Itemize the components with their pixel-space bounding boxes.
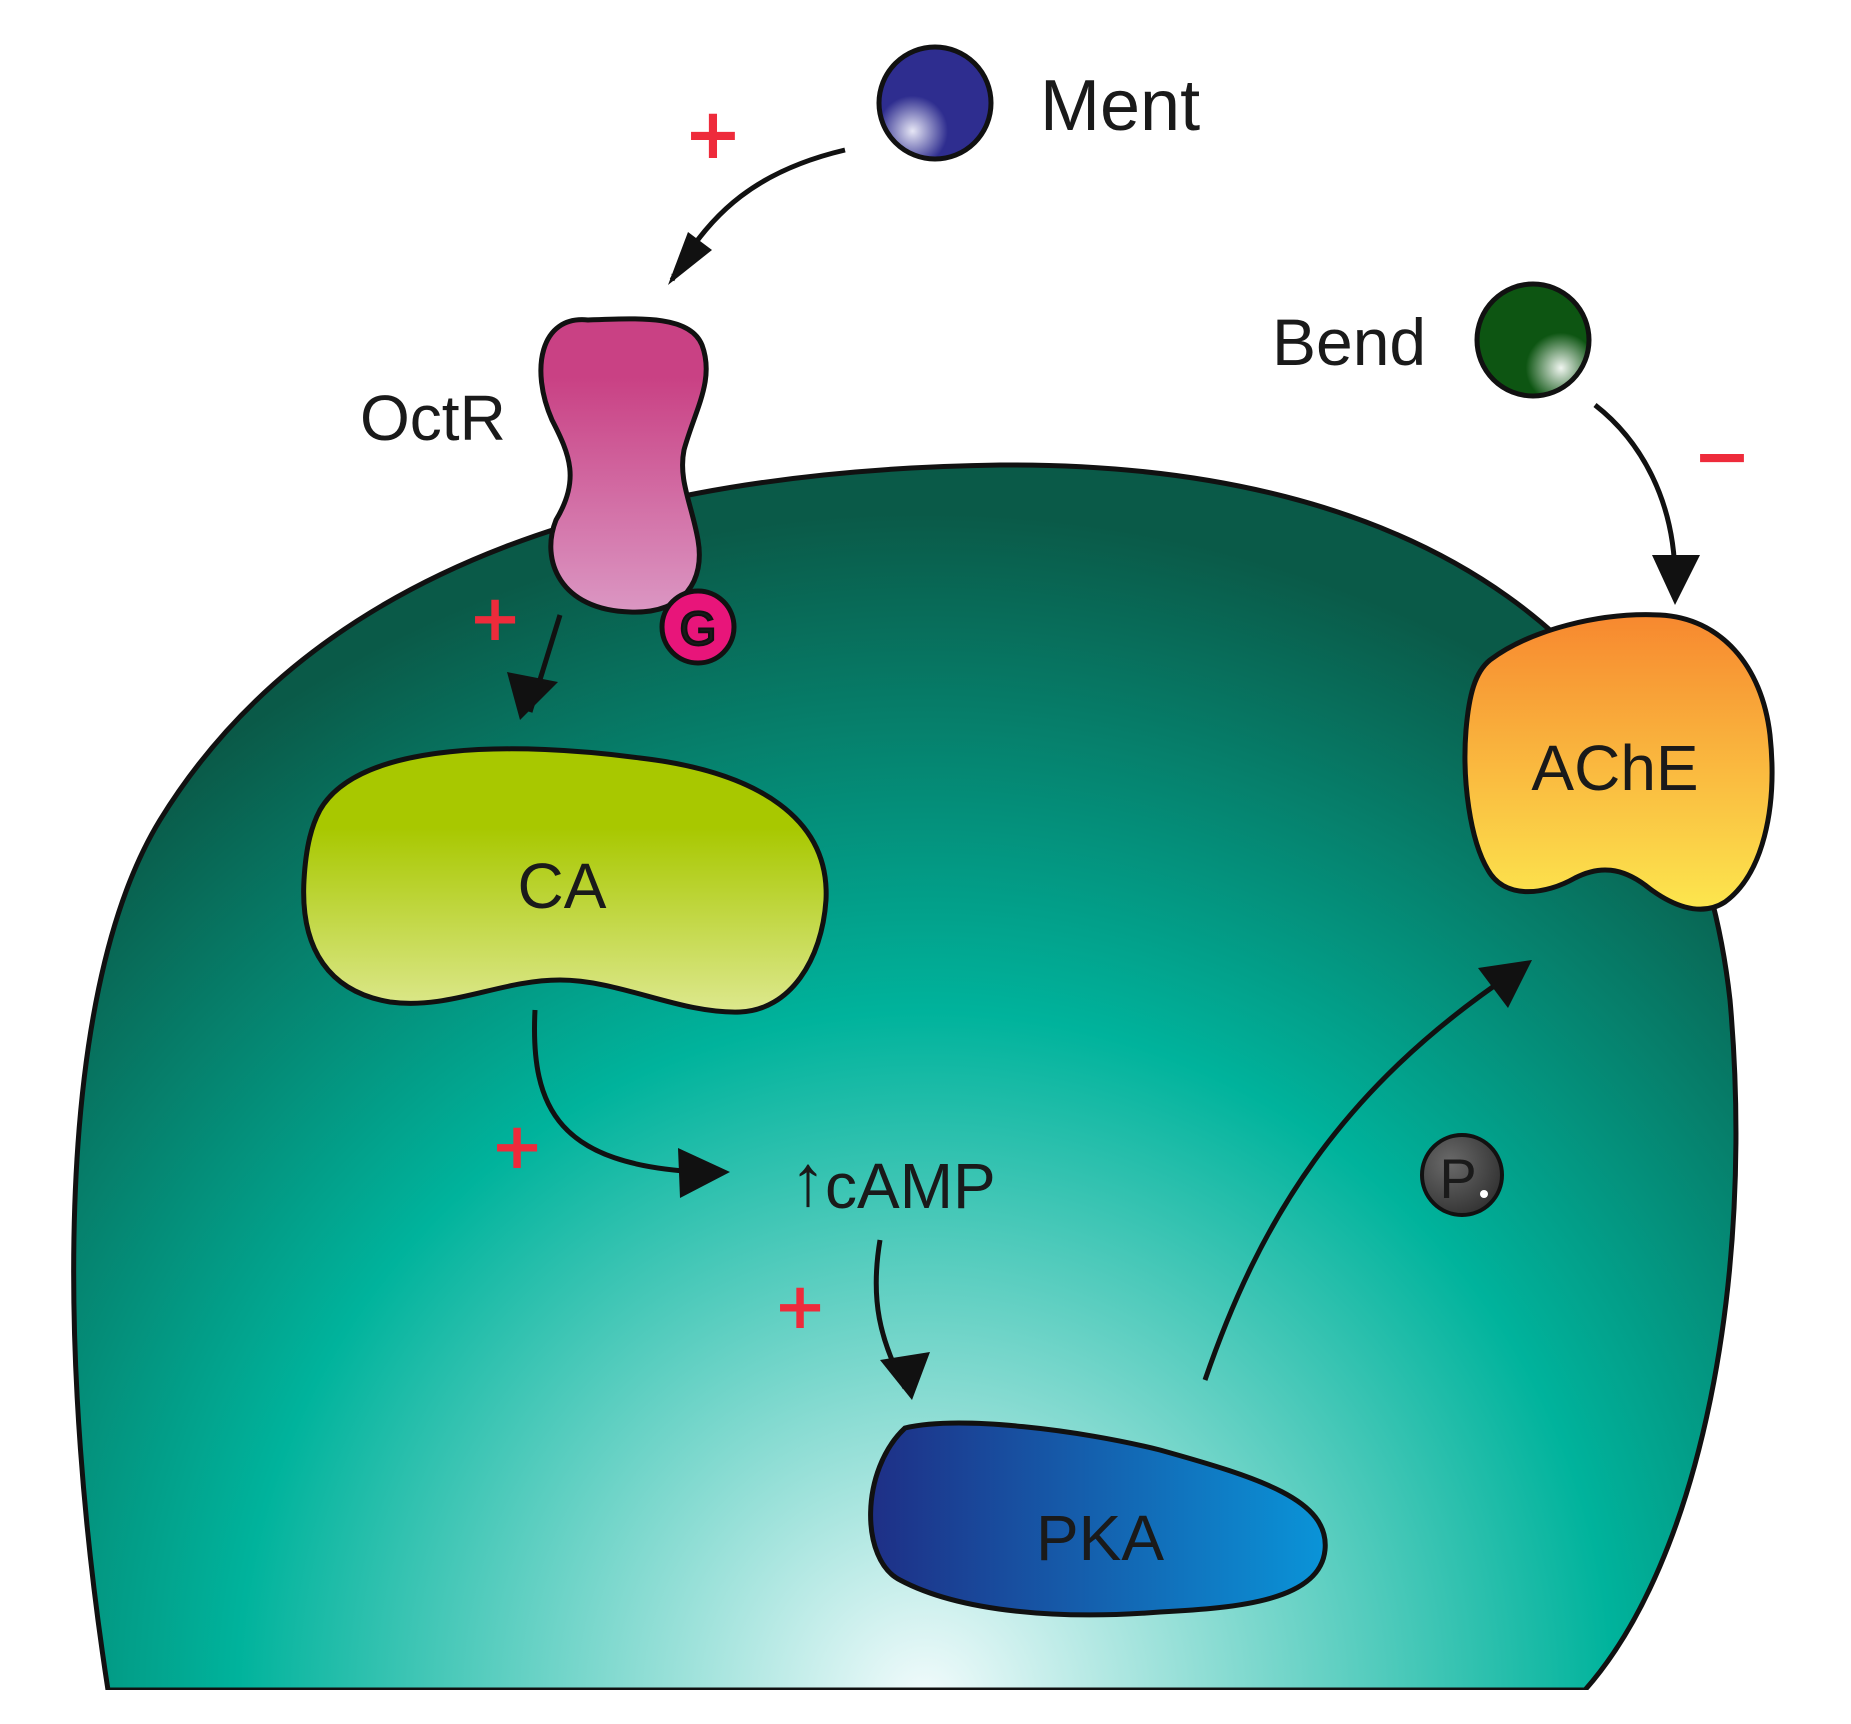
octr-label: OctR bbox=[360, 382, 506, 454]
sign-octr-to-ca: + bbox=[468, 582, 522, 656]
ca-protein bbox=[301, 746, 829, 1015]
pka-label: PKA bbox=[1036, 1502, 1164, 1574]
ment-ligand-ball bbox=[876, 44, 994, 162]
bottom-crop bbox=[0, 1690, 1851, 1724]
bend-ligand-ball bbox=[1474, 281, 1592, 399]
sign-bend-to-ache: − bbox=[1693, 415, 1752, 497]
ache-label: AChE bbox=[1531, 732, 1698, 804]
camp-up-arrow: ↑ bbox=[790, 1141, 826, 1221]
arrowhead-ca-to-camp bbox=[678, 1148, 730, 1198]
arrowhead-camp-to-pka bbox=[880, 1352, 930, 1400]
octr-receptor bbox=[538, 316, 709, 615]
ment-label: Ment bbox=[1040, 66, 1200, 146]
ache-enzyme bbox=[1462, 612, 1775, 912]
phosphate-label: P bbox=[1439, 1147, 1476, 1210]
sign-ca-to-camp: + bbox=[490, 1110, 544, 1184]
arrowhead-bend-to-ache bbox=[1652, 555, 1700, 605]
ca-label: CA bbox=[518, 850, 607, 922]
arrow-ca-to-camp bbox=[532, 1009, 701, 1175]
arrow-bend-to-ache bbox=[1593, 403, 1678, 581]
arrowhead-pka-to-ache bbox=[1478, 960, 1532, 1008]
arrowhead-octr-to-ca bbox=[507, 672, 558, 720]
phosphate-dot bbox=[1480, 1190, 1488, 1198]
sign-camp-to-pka: + bbox=[773, 1270, 827, 1344]
bend-label: Bend bbox=[1272, 305, 1426, 379]
arrow-pka-to-ache bbox=[1202, 972, 1512, 1381]
g-protein bbox=[659, 588, 737, 666]
g-protein-label: G bbox=[679, 603, 716, 656]
camp-label: cAMP bbox=[825, 1150, 996, 1222]
arrowhead-ment-to-octr bbox=[668, 232, 712, 285]
pka-protein bbox=[868, 1420, 1328, 1618]
sign-ment-to-octr: + bbox=[684, 93, 743, 175]
